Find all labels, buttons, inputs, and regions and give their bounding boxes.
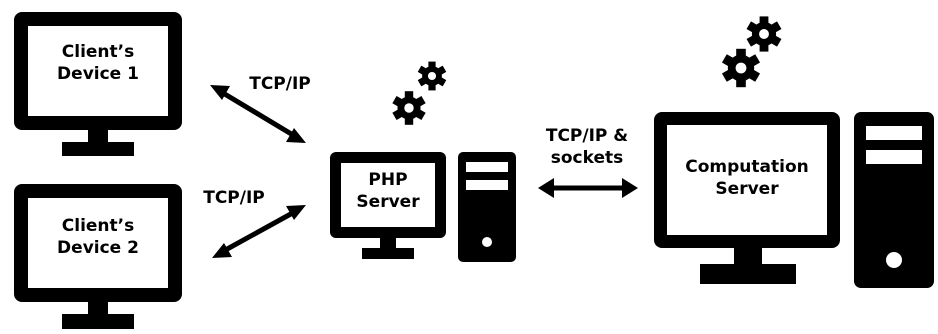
client1-label: Client’s Device 1: [28, 42, 168, 86]
php-server-label-line1: PHP: [368, 170, 408, 190]
php-server-label-line2: Server: [356, 191, 420, 212]
client2-php-protocol-label: TCP/IP: [203, 188, 265, 208]
php-server-label: PHP Server: [341, 170, 435, 214]
php-tower-icon: [458, 152, 516, 262]
client2-monitor-icon: [14, 184, 182, 329]
computation-monitor-icon: [654, 112, 840, 284]
computation-gears-icon: [721, 16, 782, 88]
client2-label: Client’s Device 2: [28, 216, 168, 260]
php-computation-arrow-icon: [538, 178, 638, 198]
client1-php-protocol-label: TCP/IP: [249, 74, 311, 94]
php-computation-protocol-line2: sockets: [550, 147, 624, 168]
client2-label-line2: Device 2: [57, 237, 139, 258]
client2-php-arrow-icon: [212, 205, 306, 258]
php-computation-protocol-label: TCP/IP & sockets: [528, 126, 646, 170]
client1-label-line2: Device 1: [57, 63, 139, 84]
computation-tower-icon: [854, 112, 934, 288]
computation-server-label: Computation Server: [667, 157, 827, 201]
client2-label-line1: Client’s: [61, 216, 135, 236]
php-monitor-icon: [330, 152, 446, 259]
computation-server-label-line2: Server: [715, 178, 779, 199]
client1-php-arrow-icon: [210, 85, 306, 143]
client1-label-line1: Client’s: [61, 42, 135, 62]
php-gears-icon: [392, 61, 447, 125]
computation-server-label-line1: Computation: [685, 157, 809, 177]
client1-monitor-icon: [14, 12, 182, 156]
php-computation-protocol-line1: TCP/IP &: [545, 126, 629, 146]
